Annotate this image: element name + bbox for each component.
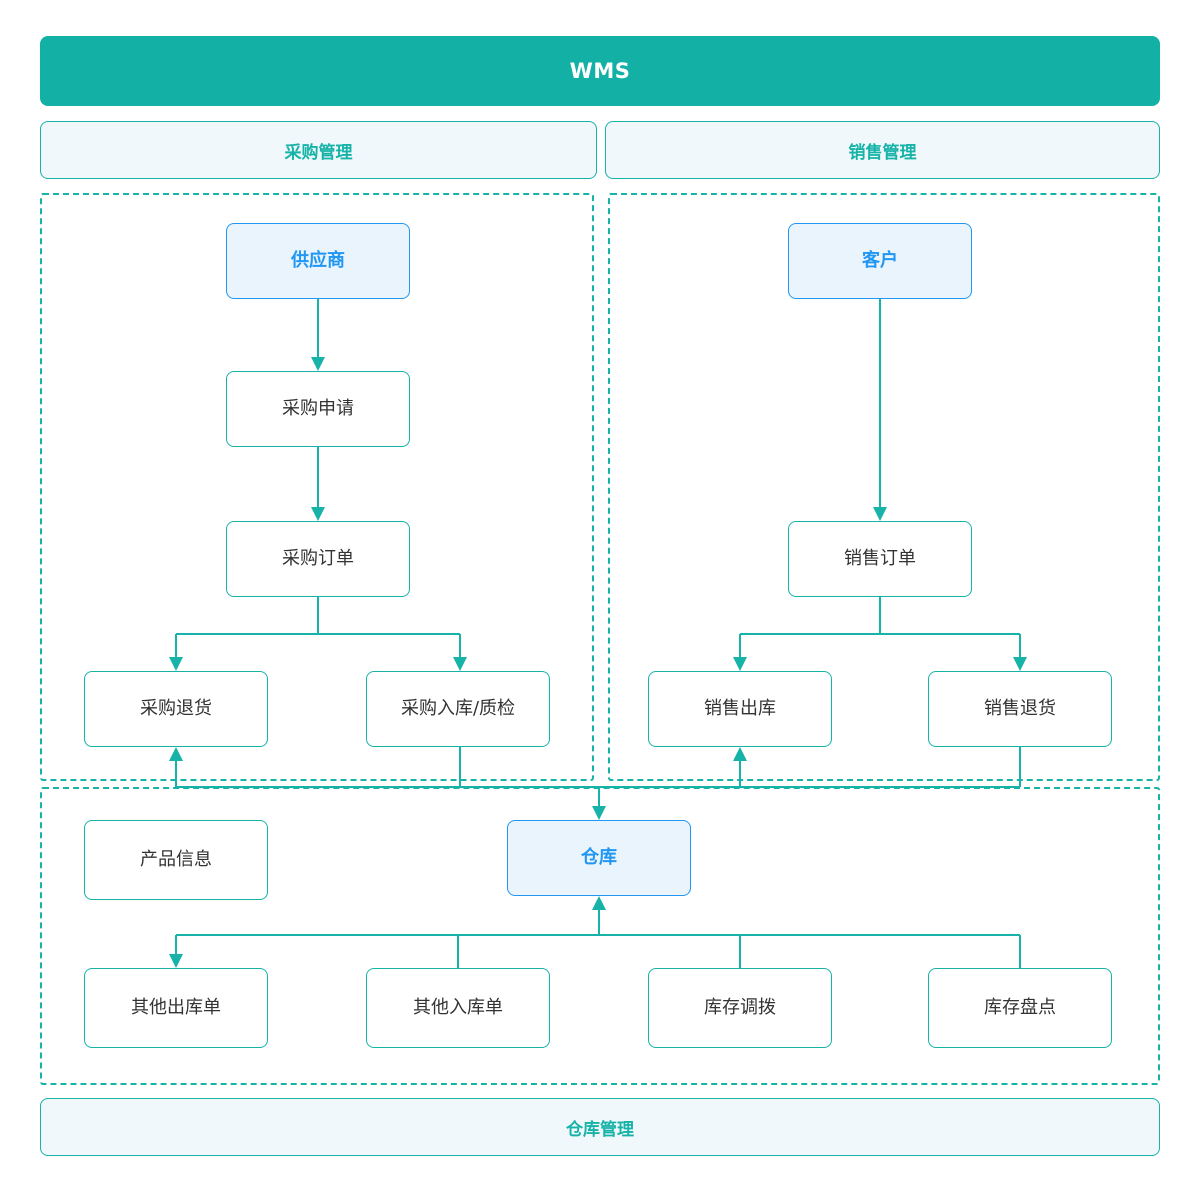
node-stock-count[interactable]: 库存盘点 [928, 968, 1112, 1048]
node-purchase-return[interactable]: 采购退货 [84, 671, 268, 747]
node-purchase-request[interactable]: 采购申请 [226, 371, 410, 447]
node-other-outbound[interactable]: 其他出库单 [84, 968, 268, 1048]
section-header-sales: 销售管理 [605, 121, 1160, 179]
node-supplier[interactable]: 供应商 [226, 223, 410, 299]
group-frame-sales [608, 193, 1160, 781]
node-sales-order[interactable]: 销售订单 [788, 521, 972, 597]
node-product-info[interactable]: 产品信息 [84, 820, 268, 900]
node-customer[interactable]: 客户 [788, 223, 972, 299]
group-frame-purchase [40, 193, 594, 781]
node-purchase-order[interactable]: 采购订单 [226, 521, 410, 597]
node-stock-transfer[interactable]: 库存调拨 [648, 968, 832, 1048]
node-other-inbound[interactable]: 其他入库单 [366, 968, 550, 1048]
node-warehouse[interactable]: 仓库 [507, 820, 691, 896]
wms-title-bar: WMS [40, 36, 1160, 106]
section-header-purchase: 采购管理 [40, 121, 597, 179]
node-purchase-inbound-qc[interactable]: 采购入库/质检 [366, 671, 550, 747]
group-frame-warehouse [40, 787, 1160, 1085]
node-sales-outbound[interactable]: 销售出库 [648, 671, 832, 747]
section-header-warehouse: 仓库管理 [40, 1098, 1160, 1156]
node-sales-return[interactable]: 销售退货 [928, 671, 1112, 747]
